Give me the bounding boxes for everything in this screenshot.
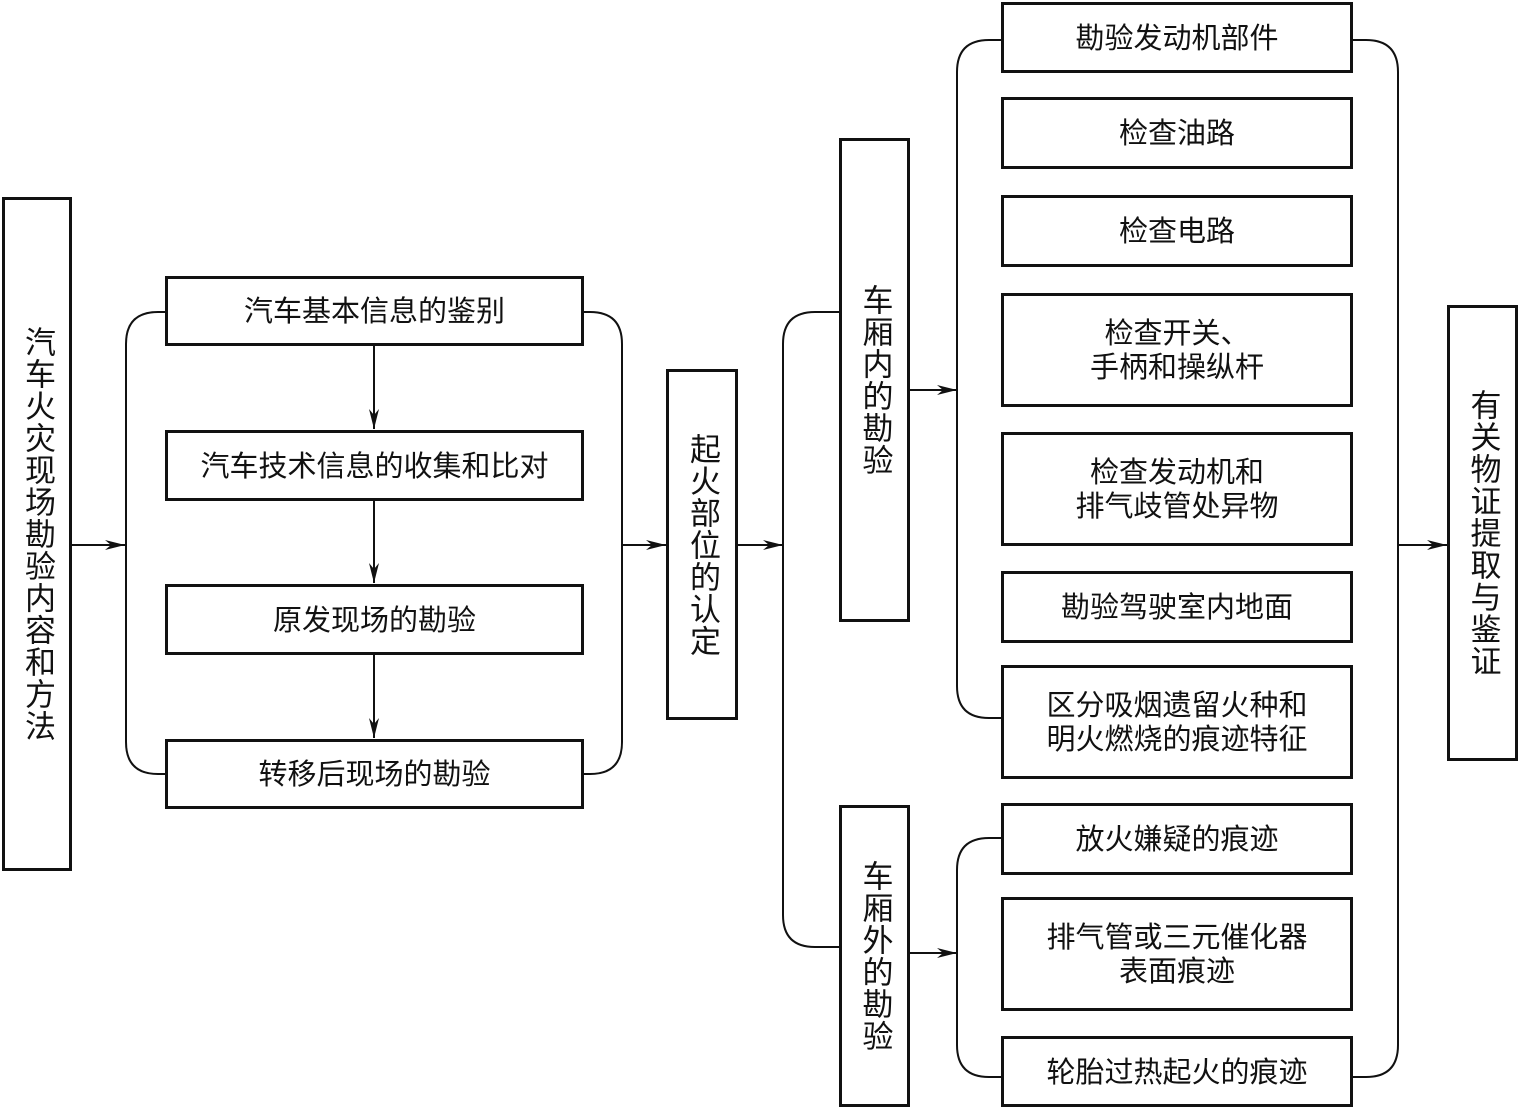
step-node-2: 汽车技术信息的收集和比对 xyxy=(165,430,584,501)
item-label: 检查发动机和 排气歧管处异物 xyxy=(1075,455,1279,523)
step-label: 汽车基本信息的鉴别 xyxy=(243,294,505,328)
outside-item-3: 轮胎过热起火的痕迹 xyxy=(1001,1036,1353,1107)
inside-label: 车厢内的勘验 xyxy=(856,284,893,476)
inside-item-3: 检查电路 xyxy=(1001,195,1353,267)
inside-item-1: 勘验发动机部件 xyxy=(1001,2,1353,73)
outside-label: 车厢外的勘验 xyxy=(856,860,893,1052)
step-label: 汽车技术信息的收集和比对 xyxy=(200,448,549,483)
items-right-brace xyxy=(1352,39,1399,1078)
item-label: 排气管或三元催化器 表面痕迹 xyxy=(1046,920,1308,988)
item-label: 轮胎过热起火的痕迹 xyxy=(1046,1054,1308,1089)
origin-label: 起火部位的认定 xyxy=(684,432,720,657)
item-label: 检查开关、 手柄和操纵杆 xyxy=(1089,316,1264,384)
inside-item-4: 检查开关、 手柄和操纵杆 xyxy=(1001,293,1353,407)
outside-item-1: 放火嫌疑的痕迹 xyxy=(1001,803,1353,875)
item-label: 检查油路 xyxy=(1118,116,1235,150)
outside-node: 车厢外的勘验 xyxy=(839,805,910,1107)
item-label: 勘验驾驶室内地面 xyxy=(1060,590,1293,624)
steps-left-brace xyxy=(125,311,165,775)
origin-node: 起火部位的认定 xyxy=(666,369,738,720)
root-node: 汽车火灾现场勘验内容和方法 xyxy=(2,197,72,871)
step-label: 原发现场的勘验 xyxy=(272,602,476,637)
item-label: 区分吸烟遗留火种和 明火燃烧的痕迹特征 xyxy=(1046,688,1308,756)
step-node-1: 汽车基本信息的鉴别 xyxy=(165,276,584,346)
item-label: 检查电路 xyxy=(1118,214,1235,248)
inside-item-6: 勘验驾驶室内地面 xyxy=(1001,571,1353,643)
outside-item-2: 排气管或三元催化器 表面痕迹 xyxy=(1001,897,1353,1011)
inside-item-7: 区分吸烟遗留火种和 明火燃烧的痕迹特征 xyxy=(1001,665,1353,779)
root-label: 汽车火灾现场勘验内容和方法 xyxy=(19,326,55,742)
steps-right-brace xyxy=(583,311,623,775)
step-node-4: 转移后现场的勘验 xyxy=(165,739,584,809)
item-label: 放火嫌疑的痕迹 xyxy=(1075,822,1279,856)
inside-item-2: 检查油路 xyxy=(1001,97,1353,169)
branch-brace xyxy=(782,311,839,948)
inside-item-5: 检查发动机和 排气歧管处异物 xyxy=(1001,432,1353,546)
item-label: 勘验发动机部件 xyxy=(1075,20,1279,55)
result-label: 有关物证提取与鉴证 xyxy=(1464,389,1501,677)
result-node: 有关物证提取与鉴证 xyxy=(1447,305,1518,761)
step-label: 转移后现场的勘验 xyxy=(258,757,491,791)
step-node-3: 原发现场的勘验 xyxy=(165,584,584,655)
outside-left-brace xyxy=(956,837,1001,1078)
inside-left-brace xyxy=(956,39,1001,719)
inside-node: 车厢内的勘验 xyxy=(839,138,910,622)
